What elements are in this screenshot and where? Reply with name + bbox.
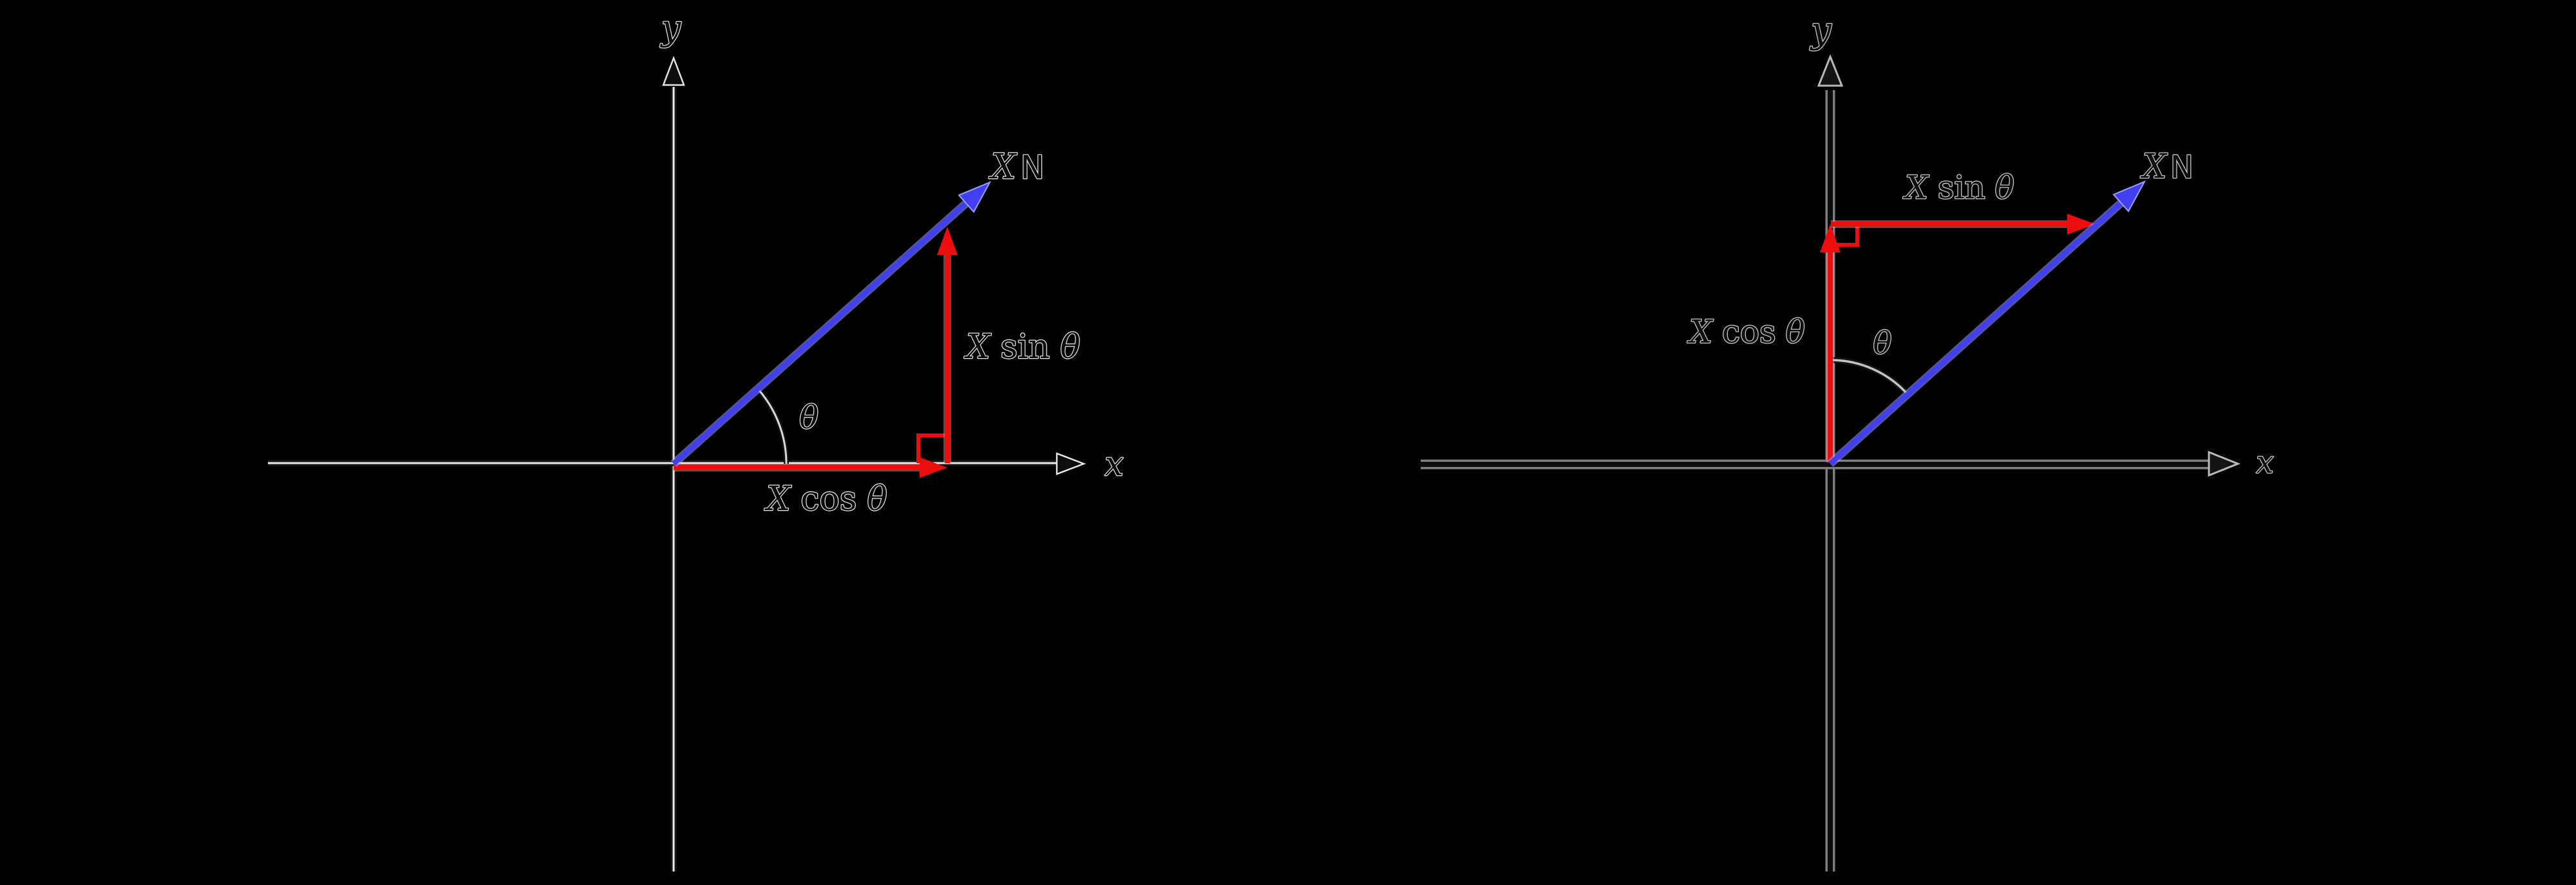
angle-label: θ [799, 399, 819, 436]
x-component-vector [1831, 214, 2096, 234]
x-axis-arrowhead-icon [1056, 452, 1086, 475]
x-axis-label: x [1104, 445, 1123, 484]
y-axis-arrowhead-icon [1817, 53, 1844, 87]
y-axis-label: y [660, 8, 682, 48]
y-component-arrowhead-icon [937, 227, 958, 255]
force-vector [670, 180, 992, 467]
x-axis-label: x [2256, 444, 2273, 481]
right-angle-marker [1832, 224, 1859, 247]
force-arrowhead-icon [2112, 180, 2146, 213]
right-angle-arc-curve [1832, 357, 1910, 397]
x-component-vector [674, 457, 947, 478]
right-angle-marker [916, 433, 945, 463]
y-component-arrowhead-icon [1820, 224, 1841, 252]
right-axes [1421, 53, 2241, 871]
force-vector [1827, 180, 2146, 467]
x-component-arrowhead-icon [2067, 214, 2096, 234]
left-axes [268, 55, 1086, 871]
left-angle-arc [756, 387, 789, 464]
force-arrowhead-icon [958, 180, 992, 213]
angle-label: θ [1873, 325, 1892, 361]
y-component-vector [1820, 224, 1841, 462]
x-component-arrowhead-icon [920, 457, 947, 478]
x-axis-arrowhead-icon [2208, 450, 2241, 477]
y-component-vector [937, 227, 958, 463]
y-axis-arrowhead-icon [662, 55, 685, 86]
y-axis-label: y [1809, 10, 1832, 52]
